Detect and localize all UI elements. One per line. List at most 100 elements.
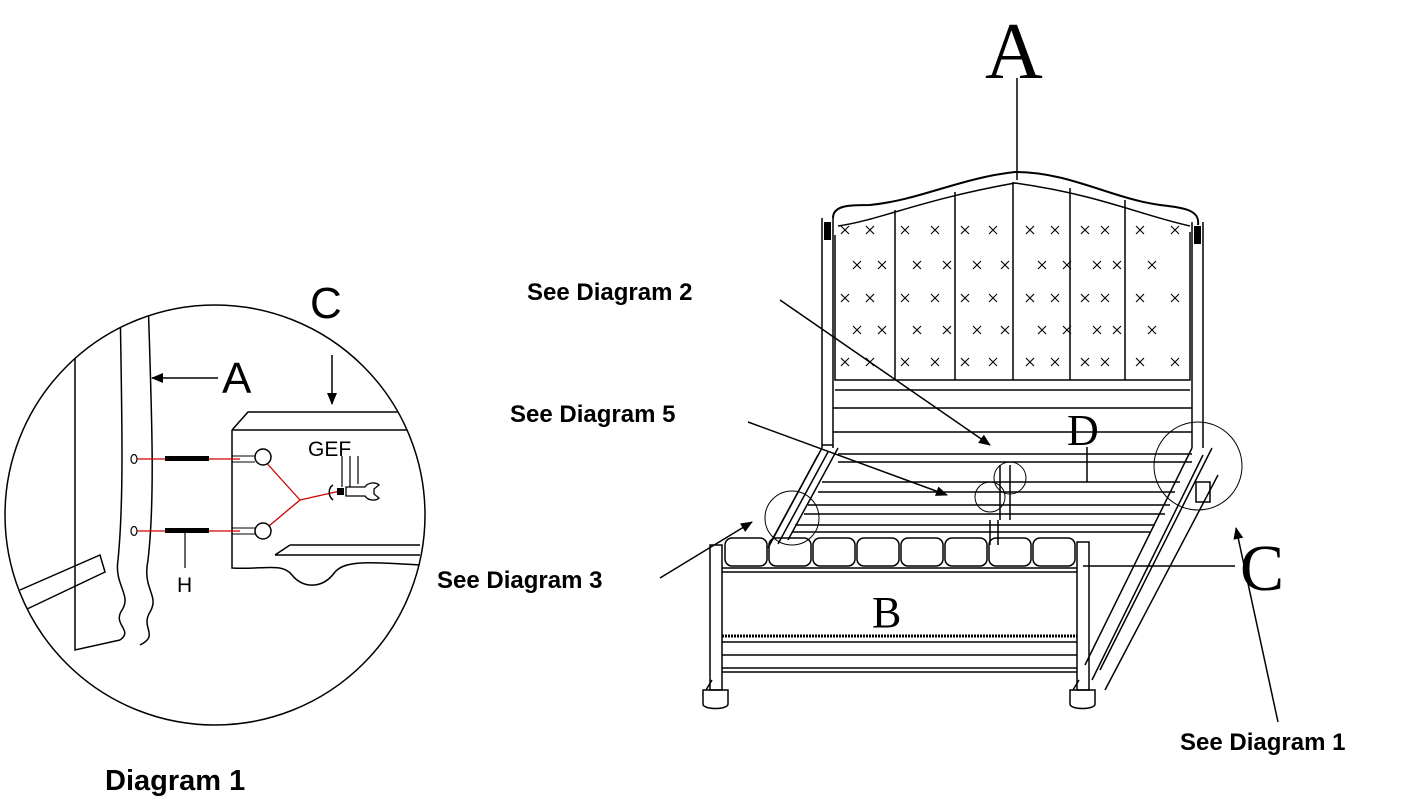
detail-circle-outline <box>4 304 426 726</box>
label-b-footboard: B <box>872 588 901 637</box>
tuft-mark <box>1062 325 1072 335</box>
tuft-mark <box>930 357 940 367</box>
dowel-top <box>165 456 209 461</box>
ref-circle-diagram-3 <box>764 490 820 546</box>
bed-assembly <box>659 78 1279 723</box>
rail-hole-top <box>254 448 272 466</box>
ref-circle-diagram-2 <box>993 461 1027 495</box>
post-hole-top <box>130 453 138 465</box>
tuft-mark <box>1050 225 1060 235</box>
arrow-diagram-3 <box>659 521 753 579</box>
footboard-cushion <box>900 537 944 567</box>
detail-slat <box>19 553 106 611</box>
rail-bottom-curve <box>231 430 421 586</box>
nut-e <box>337 488 344 495</box>
detail-diagram-1: A C GEF H <box>4 279 426 726</box>
ref-circle-diagram-5 <box>974 481 1006 513</box>
headboard-post-left-edge <box>74 305 121 651</box>
tuft-mark <box>1050 293 1060 303</box>
tuft-mark <box>877 325 887 335</box>
tuft-mark <box>900 225 910 235</box>
washer-g <box>328 484 334 501</box>
tuft-mark <box>1112 260 1122 270</box>
rail-hole-bottom <box>254 522 272 540</box>
slats <box>792 453 1235 567</box>
callout-see-diagram-1: See Diagram 1 <box>1180 729 1345 756</box>
tuft-mark <box>1112 325 1122 335</box>
label-c-side-rail: C <box>1240 532 1284 605</box>
arrow-diagram-1 <box>1233 527 1279 723</box>
label-d-center-rail: D <box>1067 406 1099 455</box>
footboard-cushion <box>944 537 988 567</box>
tuft-mark <box>960 357 970 367</box>
headboard-post-inner-edge <box>116 305 126 641</box>
footboard-cushion <box>768 537 812 567</box>
tuft-mark <box>988 357 998 367</box>
tuft-mark <box>1037 260 1047 270</box>
headboard <box>821 170 1204 448</box>
tuft-mark <box>1025 293 1035 303</box>
detail-label-gef: GEF <box>308 438 351 461</box>
tuft-mark <box>865 293 875 303</box>
tuft-mark <box>852 260 862 270</box>
tuft-mark <box>972 260 982 270</box>
tuft-mark <box>1135 357 1145 367</box>
rail-top-edge <box>231 411 420 431</box>
footboard-cushion <box>856 537 900 567</box>
tuft-mark <box>942 260 952 270</box>
tuft-mark <box>1170 293 1180 303</box>
tuft-mark <box>852 325 862 335</box>
dowel-bottom <box>165 528 209 533</box>
callout-see-diagram-5: See Diagram 5 <box>510 401 675 428</box>
tuft-mark <box>988 225 998 235</box>
tuft-mark <box>930 293 940 303</box>
callout-see-diagram-3: See Diagram 3 <box>437 567 602 594</box>
tuft-mark <box>1025 225 1035 235</box>
tuft-mark <box>877 260 887 270</box>
center-rail <box>989 447 1088 545</box>
tuft-mark <box>1062 260 1072 270</box>
footboard-cushion <box>724 537 768 567</box>
tuft-mark <box>1080 357 1090 367</box>
tuft-mark <box>972 325 982 335</box>
footboard-cushion <box>812 537 856 567</box>
footboard-cushion <box>988 537 1032 567</box>
connector-lines <box>137 458 341 532</box>
headboard-tufts <box>840 225 1180 367</box>
tuft-mark <box>1100 225 1110 235</box>
tuft-mark <box>988 293 998 303</box>
label-a-headboard: A <box>985 8 1043 96</box>
tuft-mark <box>912 325 922 335</box>
tuft-mark <box>1037 325 1047 335</box>
tuft-mark <box>1100 293 1110 303</box>
detail-label-h: H <box>177 574 192 597</box>
tuft-mark <box>1100 357 1110 367</box>
tuft-mark <box>900 357 910 367</box>
tuft-mark <box>930 225 940 235</box>
tuft-mark <box>840 225 850 235</box>
tuft-mark <box>1147 325 1157 335</box>
wrench-f-icon <box>345 482 380 501</box>
tuft-mark <box>865 225 875 235</box>
tuft-mark <box>960 293 970 303</box>
ref-circle-diagram-1 <box>1153 421 1243 511</box>
right-side-rail <box>1084 447 1219 691</box>
tuft-mark <box>1050 357 1060 367</box>
tuft-mark <box>912 260 922 270</box>
headboard-post-outer-edge <box>139 305 154 646</box>
tuft-mark <box>1080 225 1090 235</box>
tuft-mark <box>1092 325 1102 335</box>
tuft-mark <box>840 293 850 303</box>
callout-see-diagram-2: See Diagram 2 <box>527 279 692 306</box>
tuft-mark <box>1170 357 1180 367</box>
tuft-mark <box>900 293 910 303</box>
footboard-cushion <box>1032 537 1076 567</box>
tuft-mark <box>1147 260 1157 270</box>
tuft-mark <box>1080 293 1090 303</box>
diagram-1-caption: Diagram 1 <box>105 765 245 797</box>
tuft-mark <box>1135 225 1145 235</box>
tuft-mark <box>1000 325 1010 335</box>
footboard-post-left <box>709 544 723 691</box>
